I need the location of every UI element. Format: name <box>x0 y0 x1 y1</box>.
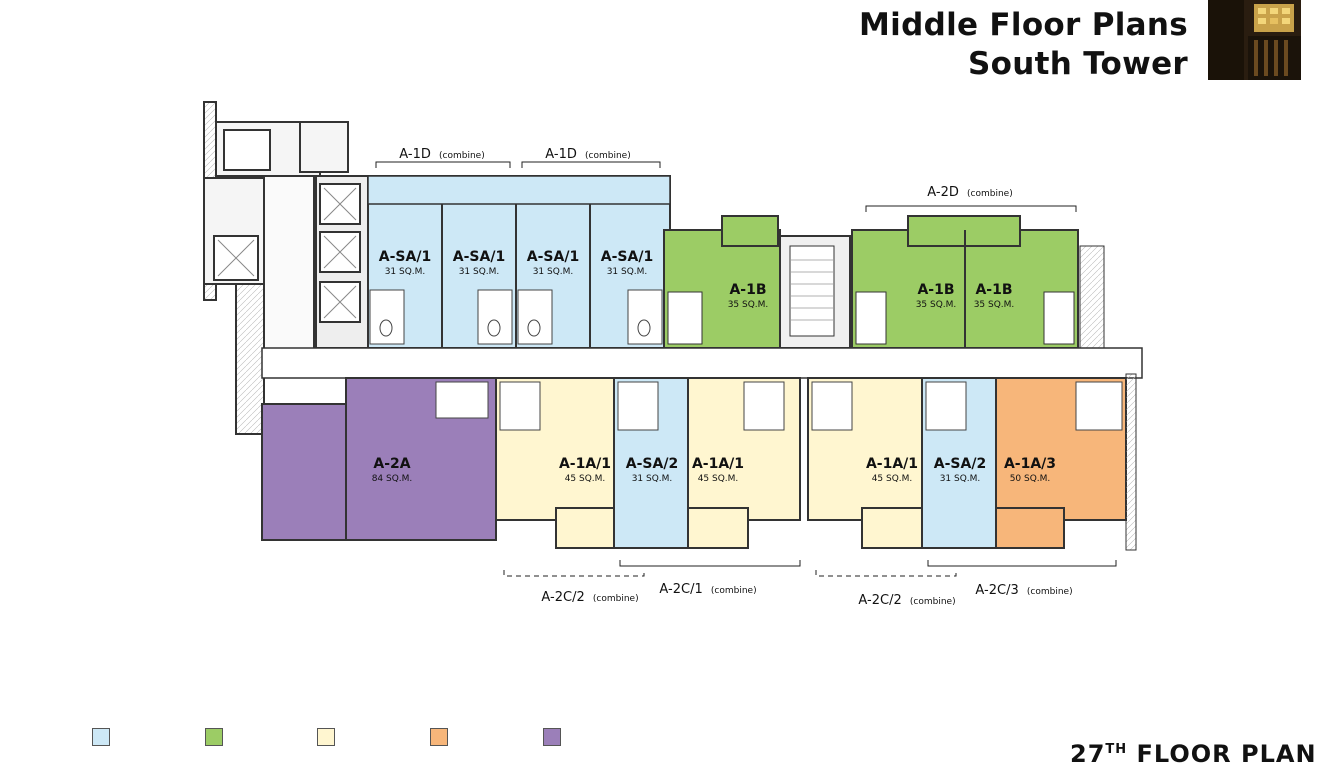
unit-area: 31 SQ.M. <box>459 267 500 277</box>
unit-area: 50 SQ.M. <box>1010 474 1051 484</box>
combo-note: (combine) <box>593 594 639 604</box>
unit-a1b-double-shape <box>851 215 1105 357</box>
unit-label: A-SA/1 <box>453 249 505 265</box>
north-stair-core <box>779 235 851 349</box>
combo-note: (combine) <box>439 151 485 161</box>
north-core <box>203 101 369 435</box>
combo-label: A-2C/2 (combine) <box>541 590 638 605</box>
floor-suffix: TH <box>1105 742 1128 757</box>
north-bathrooms <box>369 289 663 345</box>
unit-label: A-1A/1 <box>866 456 918 472</box>
combo-label: A-2D (combine) <box>927 185 1012 200</box>
combo-label: A-2C/3 (combine) <box>975 583 1072 598</box>
combo-note: (combine) <box>711 586 757 596</box>
unit-label: A-SA/1 <box>527 249 579 265</box>
unit-a1b-single-shape <box>663 215 781 349</box>
combo-note: (combine) <box>1027 587 1073 597</box>
unit-labels: A-SA/1 31 SQ.M. A-SA/1 31 SQ.M. A-SA/1 3… <box>372 249 1056 484</box>
title-line-1: Middle Floor Plans <box>859 7 1188 43</box>
combo-note: (combine) <box>910 597 956 607</box>
unit-label: A-SA/2 <box>934 456 986 472</box>
unit-label: A-1A/1 <box>559 456 611 472</box>
combo-label: A-2C/2 (combine) <box>858 593 955 608</box>
combo-label: A-2C/1 (combine) <box>659 582 756 597</box>
unit-label: A-1A/1 <box>692 456 744 472</box>
corridor <box>261 347 1143 379</box>
unit-area: 35 SQ.M. <box>728 300 769 310</box>
tower-thumbnail-icon <box>1208 0 1301 80</box>
unit-label: A-1A/3 <box>1004 456 1056 472</box>
title-line-2: South Tower <box>968 46 1188 82</box>
unit-label: A-1B <box>729 282 766 298</box>
unit-area: 45 SQ.M. <box>565 474 606 484</box>
floor-label: 27TH FLOOR PLAN <box>1070 740 1317 768</box>
combo-name: A-1D <box>399 147 431 162</box>
combo-note: (combine) <box>585 151 631 161</box>
combo-name: A-2D <box>927 185 959 200</box>
combo-name: A-2C/1 <box>659 582 702 597</box>
combo-name: A-2C/2 <box>858 593 901 608</box>
legend-swatch-green <box>205 728 223 746</box>
combo-label: A-1D (combine) <box>399 147 484 162</box>
combo-label: A-1D (combine) <box>545 147 630 162</box>
unit-label: A-SA/2 <box>626 456 678 472</box>
page-title: Middle Floor Plans South Tower <box>859 6 1188 84</box>
combo-name: A-2C/3 <box>975 583 1018 598</box>
combo-name: A-2C/2 <box>541 590 584 605</box>
legend-swatch-yellow <box>317 728 335 746</box>
unit-area: 31 SQ.M. <box>940 474 981 484</box>
unit-area: 35 SQ.M. <box>916 300 957 310</box>
floor-number: 27 <box>1070 740 1106 768</box>
combo-note: (combine) <box>967 189 1013 199</box>
unit-label: A-SA/1 <box>601 249 653 265</box>
unit-area: 45 SQ.M. <box>872 474 913 484</box>
south-bathrooms <box>435 381 1123 431</box>
combo-brackets <box>375 161 1117 577</box>
unit-area: 31 SQ.M. <box>632 474 673 484</box>
legend-swatch-orange <box>430 728 448 746</box>
unit-area: 31 SQ.M. <box>607 267 648 277</box>
unit-area: 35 SQ.M. <box>974 300 1015 310</box>
unit-area: 45 SQ.M. <box>698 474 739 484</box>
floor-text: FLOOR PLAN <box>1136 740 1317 768</box>
unit-label: A-SA/1 <box>379 249 431 265</box>
unit-area: 31 SQ.M. <box>533 267 574 277</box>
unit-area: 31 SQ.M. <box>385 267 426 277</box>
unit-label: A-1B <box>917 282 954 298</box>
legend-swatch-blue <box>92 728 110 746</box>
unit-label: A-2A <box>373 456 410 472</box>
legend-swatch-purple <box>543 728 561 746</box>
unit-label: A-1B <box>975 282 1012 298</box>
combo-labels: A-1D (combine) A-1D (combine) A-2D (comb… <box>399 147 1072 608</box>
combo-name: A-1D <box>545 147 577 162</box>
unit-area: 84 SQ.M. <box>372 474 413 484</box>
